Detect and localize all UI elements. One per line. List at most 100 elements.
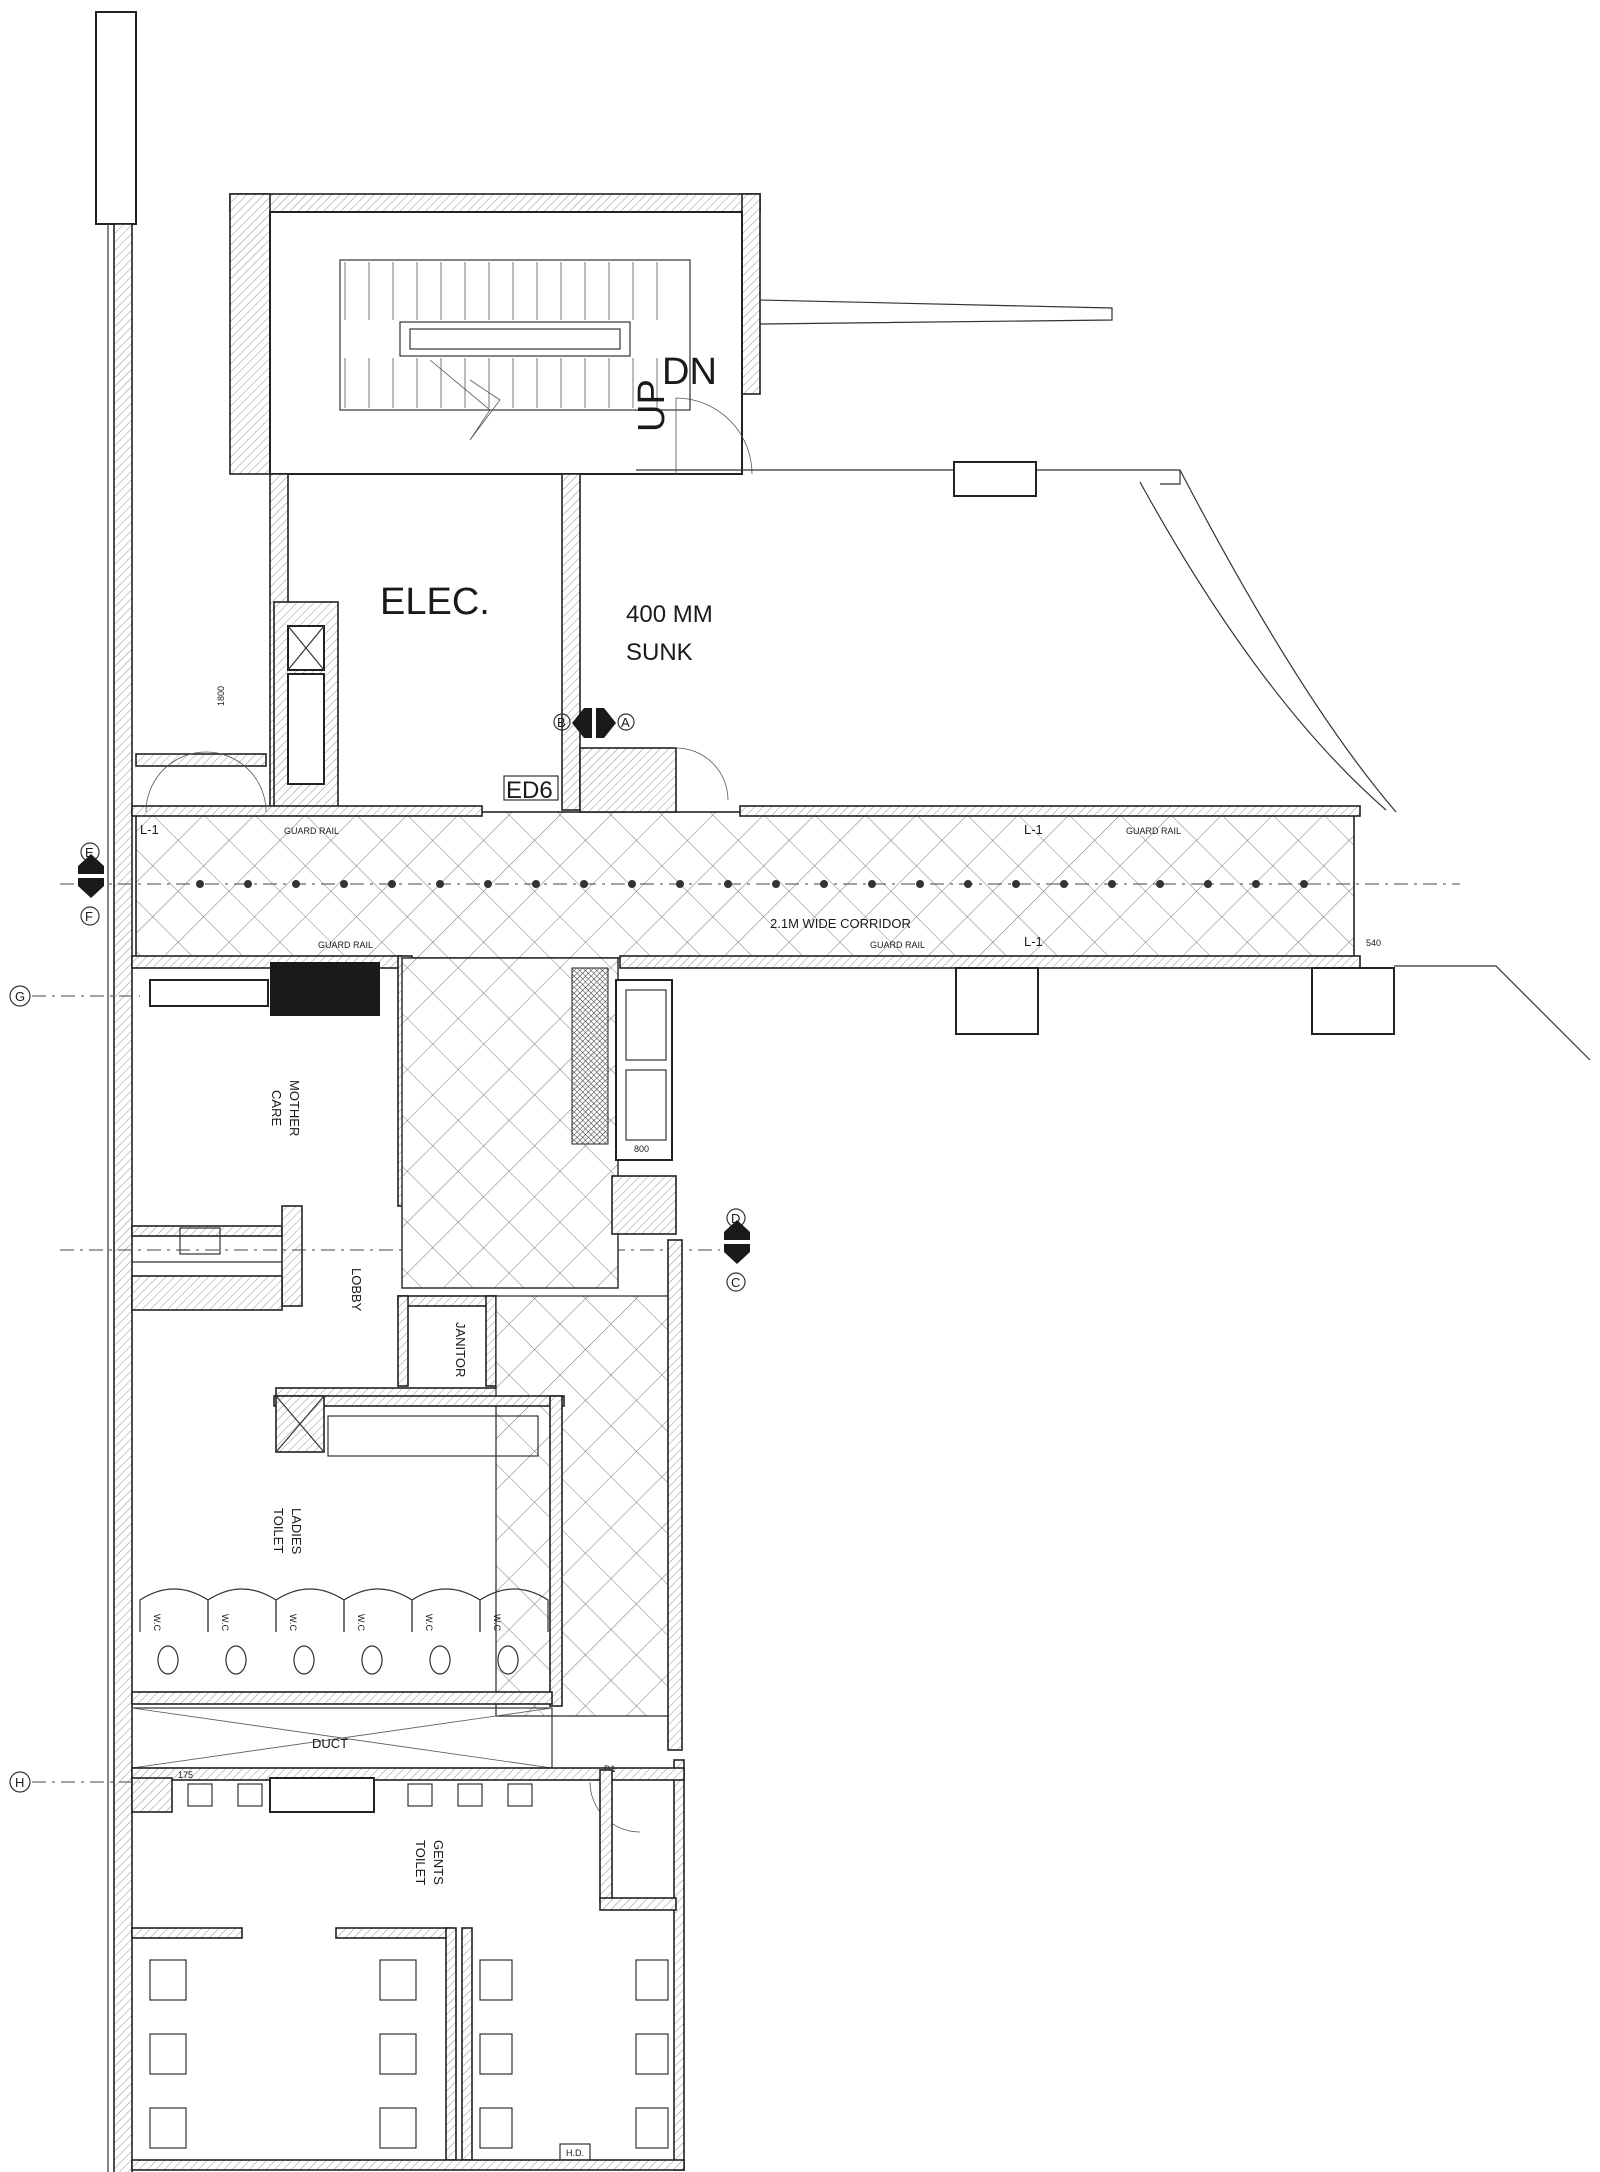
ceiling-light xyxy=(292,880,300,888)
grid-markers: E F G H D C xyxy=(9,842,750,1793)
wc-stall xyxy=(343,1588,413,1632)
ceiling-light xyxy=(1252,880,1260,888)
urinal xyxy=(237,1783,263,1807)
ceiling-light xyxy=(868,880,876,888)
vestibule-floor: 800 xyxy=(401,957,677,1289)
ceiling-light xyxy=(244,880,252,888)
ceiling-light xyxy=(724,880,732,888)
wash-basin xyxy=(479,1959,513,2001)
dimension-1800: 1800 xyxy=(216,686,226,706)
ceiling-light xyxy=(388,880,396,888)
ceiling-light xyxy=(1108,880,1116,888)
guard-rail-label-top-right: GUARD RAIL xyxy=(1126,826,1181,836)
roof-outline xyxy=(636,299,1397,813)
ceiling-light xyxy=(1060,880,1068,888)
level-tag-left: L-1 xyxy=(140,822,159,837)
ceiling-light xyxy=(1156,880,1164,888)
mother-care-label-line2: CARE xyxy=(269,1090,284,1126)
dimension-540: 540 xyxy=(1366,938,1381,948)
ceiling-light xyxy=(676,880,684,888)
duct-label: DUCT xyxy=(312,1736,348,1751)
ceiling-light xyxy=(772,880,780,888)
ceiling-light xyxy=(1300,880,1308,888)
toilet-fixture xyxy=(225,1645,247,1675)
grid-bubble-d: D xyxy=(731,1211,740,1226)
gents-toilet-label-line2: TOILET xyxy=(413,1840,428,1885)
ceiling-light xyxy=(964,880,972,888)
ceiling-light xyxy=(1204,880,1212,888)
guard-rail-label-bottom-right: GUARD RAIL xyxy=(870,940,925,950)
corridor-piers xyxy=(955,965,1591,1061)
grid-bubble-e: E xyxy=(85,845,94,860)
ceiling-light xyxy=(580,880,588,888)
wc-label: W.C xyxy=(152,1614,162,1631)
toilet-fixture xyxy=(149,2107,187,2149)
ceiling-light xyxy=(1012,880,1020,888)
elec-room-label: ELEC. xyxy=(380,581,490,623)
ceiling-light xyxy=(436,880,444,888)
wash-basin xyxy=(635,1959,669,2001)
guard-rail-label-bottom: GUARD RAIL xyxy=(318,940,373,950)
toilet-fixture xyxy=(149,1959,187,2001)
wc-label: W.C xyxy=(424,1614,434,1631)
west-exterior-wall xyxy=(95,11,137,2172)
corridor-west-doors: 1800 xyxy=(135,686,267,813)
stair-core: UP DN xyxy=(229,193,761,475)
stair-down-label: DN xyxy=(662,351,717,393)
toilet-fixture xyxy=(157,1645,179,1675)
hd-label: H.D. xyxy=(566,2148,584,2158)
dimension-800: 800 xyxy=(634,1144,649,1154)
ladies-toilet-label-line1: LADIES xyxy=(289,1508,304,1555)
section-marker-ab: B A xyxy=(553,708,635,738)
wc-stall xyxy=(479,1588,549,1632)
corridor-label: 2.1M WIDE CORRIDOR xyxy=(770,916,911,931)
stair-up-label: UP xyxy=(631,379,673,432)
wc-stall xyxy=(411,1588,481,1632)
dimension-175: 175 xyxy=(178,1770,193,1780)
wc-label: W.C xyxy=(492,1614,502,1631)
ceiling-light xyxy=(340,880,348,888)
toilet-fixture xyxy=(361,1645,383,1675)
janitor-room: JANITOR xyxy=(397,1295,673,1717)
ceiling-light xyxy=(532,880,540,888)
door-tag-d1: D1 xyxy=(604,1764,616,1774)
urinal xyxy=(507,1783,533,1807)
sunk-area-label-line1: 400 MM xyxy=(626,601,713,628)
urinal xyxy=(187,1783,213,1807)
ceiling-light xyxy=(628,880,636,888)
stair-treads xyxy=(344,262,658,408)
elec-room: ELEC. xyxy=(269,473,581,813)
ceiling-light xyxy=(916,880,924,888)
grid-bubble-b: B xyxy=(557,715,566,730)
wash-basin xyxy=(479,2107,513,2149)
gents-toilet-label-line1: GENTS xyxy=(431,1840,446,1885)
ceiling-light xyxy=(196,880,204,888)
toilet-fixture xyxy=(379,2033,417,2075)
level-tag-right: L-1 xyxy=(1024,822,1043,837)
toilet-fixture xyxy=(497,1645,519,1675)
grid-bubble-h: H xyxy=(15,1775,24,1790)
wc-stall xyxy=(139,1588,209,1632)
wash-basin xyxy=(479,2033,513,2075)
wash-basin xyxy=(635,2107,669,2149)
toilet-fixture xyxy=(149,2033,187,2075)
grid-bubble-c: C xyxy=(731,1275,740,1290)
door-ed6: ED6 xyxy=(503,747,729,813)
east-toilet-wall xyxy=(667,1239,685,2171)
grid-bubble-f: F xyxy=(85,909,93,924)
wc-stall xyxy=(275,1588,345,1632)
toilet-fixture xyxy=(293,1645,315,1675)
sunk-area-label-line2: SUNK xyxy=(626,639,693,666)
urinal xyxy=(407,1783,433,1807)
ceiling-light xyxy=(484,880,492,888)
wc-stall xyxy=(207,1588,277,1632)
wc-label: W.C xyxy=(288,1614,298,1631)
wc-label: W.C xyxy=(220,1614,230,1631)
gents-wc-stalls xyxy=(149,1959,669,2149)
toilet-fixture xyxy=(379,2107,417,2149)
wash-basin xyxy=(635,2033,669,2075)
ceiling-light xyxy=(820,880,828,888)
